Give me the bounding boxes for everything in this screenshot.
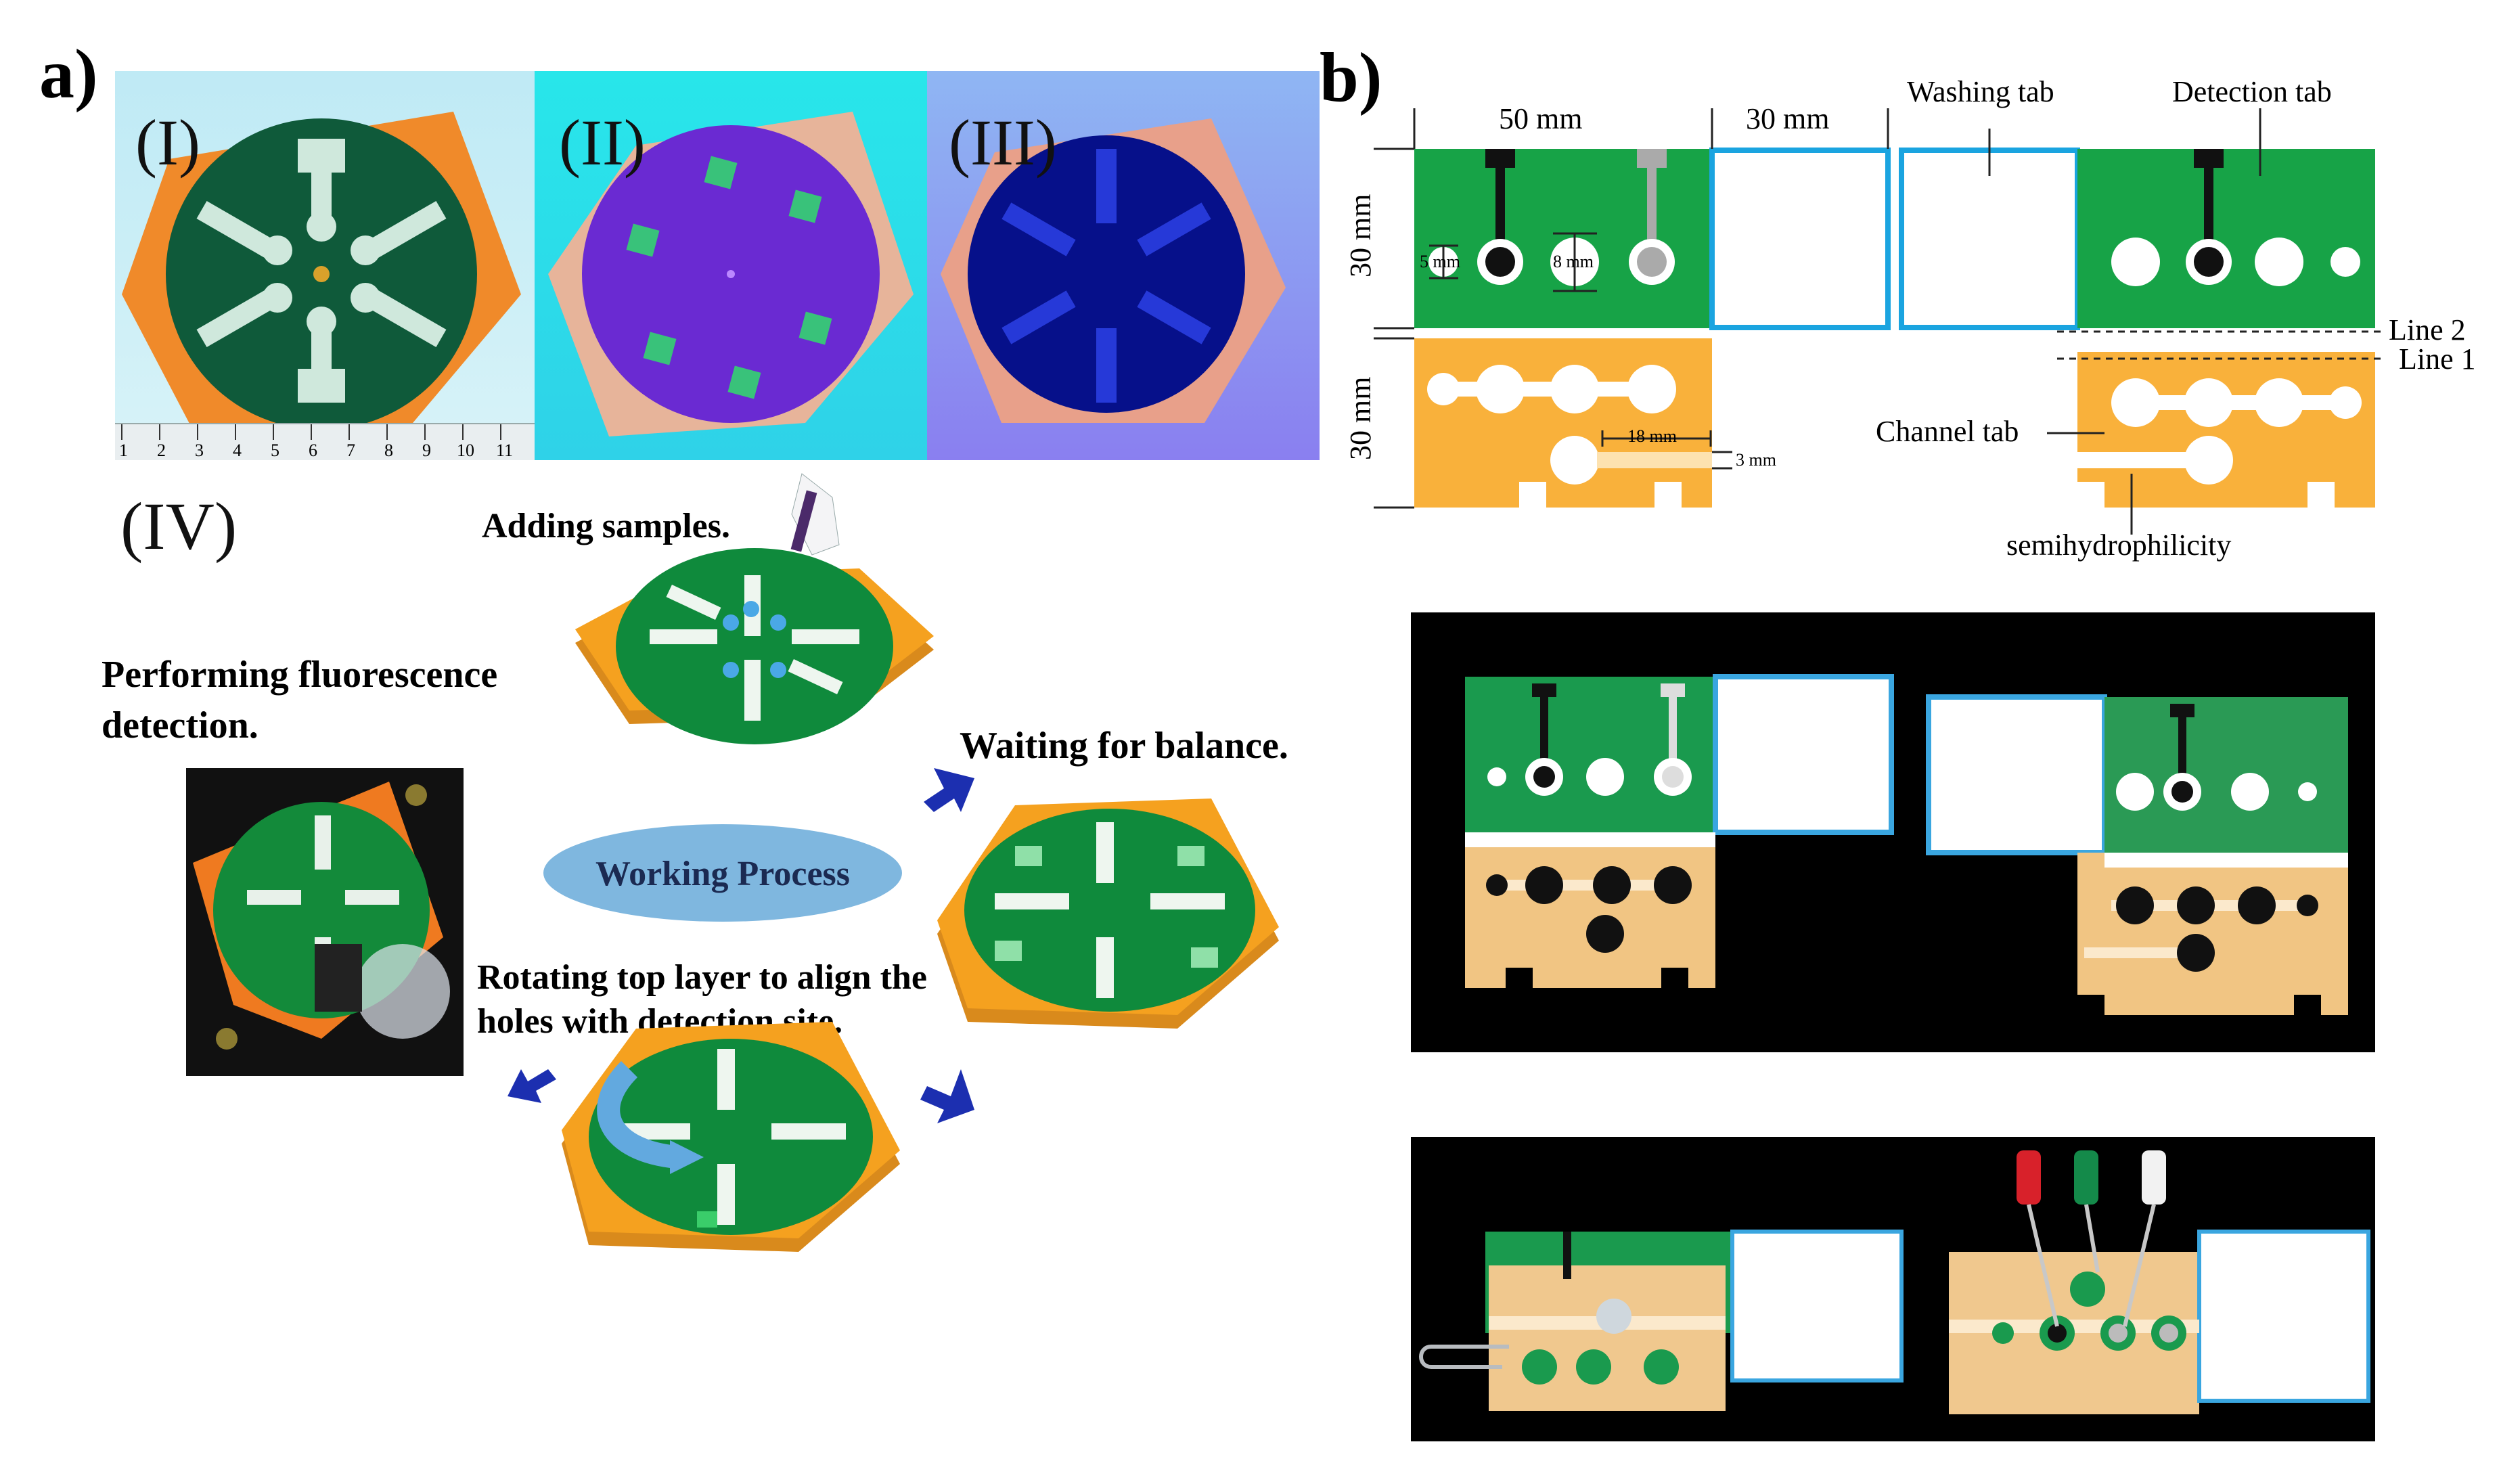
dim-18mm: 18 mm	[1627, 426, 1677, 446]
ruler-tick: 11	[496, 441, 514, 460]
detection-layer-right	[2077, 149, 2375, 328]
working-process-label: Working Process	[595, 855, 851, 893]
dim-5mm: 5 mm	[1420, 252, 1460, 271]
photo-strip-right	[1926, 694, 2348, 1015]
arrow-icon	[920, 1069, 974, 1123]
ruler-tick: 9	[422, 441, 431, 460]
ruler-tick: 8	[384, 441, 393, 460]
photo-label-iii: (III)	[949, 106, 1057, 179]
photo-strip-clip-left	[1419, 1230, 1904, 1411]
photo-device-white-light: (I) 1 2 3 4 5 6 7 8 9 10 11	[115, 71, 535, 460]
photo-device-uv-1: (II)	[535, 71, 927, 460]
dim-30mm-width: 30 mm	[1746, 102, 1830, 135]
ruler-ticks	[121, 424, 501, 440]
photo-device-uv-2: (III)	[927, 71, 1320, 460]
paperclip-icon	[1419, 1345, 1509, 1369]
detection-tab-label: Detection tab	[2172, 75, 2332, 108]
step-rotating-line1: Rotating top layer to align the	[477, 958, 927, 997]
ruler-tick: 6	[309, 441, 317, 460]
channel-tab-label: Channel tab	[1876, 415, 2019, 448]
step-adding-samples: Adding samples.	[482, 507, 730, 545]
detection-layer-left	[1414, 149, 1712, 328]
ruler-tick: 10	[457, 441, 474, 460]
photo-label-ii: (II)	[559, 106, 646, 179]
ruler-tick: 4	[233, 441, 242, 460]
device-waiting	[937, 799, 1279, 1029]
ruler-tick: 3	[195, 441, 204, 460]
dim-3mm: 3 mm	[1736, 450, 1776, 470]
photo-detection	[186, 768, 464, 1076]
detection-photo-art	[193, 782, 450, 1050]
channel-layer-left	[1414, 338, 1712, 508]
arrow-icon	[924, 768, 974, 812]
photo-2-art	[548, 112, 914, 436]
dim-30mm-height-top: 30 mm	[1344, 194, 1377, 277]
panel-b-label: b)	[1320, 39, 1382, 116]
washing-tab-label: Washing tab	[1907, 75, 2054, 108]
photo-label-i: (I)	[135, 106, 200, 179]
washing-tab-left	[1709, 148, 1891, 330]
channel-layer-right	[2077, 352, 2375, 508]
panel-a-label: a)	[39, 35, 98, 113]
step-waiting: Waiting for balance.	[960, 725, 1288, 767]
step-performing-line1: Performing fluorescence	[102, 654, 498, 696]
dim-30mm-height-bottom: 30 mm	[1344, 376, 1377, 460]
semihydrophilicity-label: semihydrophilicity	[2006, 529, 2232, 562]
line-2-label: Line 2	[2389, 313, 2466, 346]
ruler	[115, 423, 535, 460]
photo-strip-left	[1465, 674, 1894, 988]
photo-1-art	[122, 112, 521, 436]
ruler-tick: 2	[157, 441, 166, 460]
dim-8mm: 8 mm	[1553, 252, 1594, 271]
step-label-iv: (IV)	[120, 489, 238, 564]
ruler-tick: 1	[119, 441, 128, 460]
step-performing-line2: detection.	[102, 704, 258, 746]
photo-3-art	[941, 118, 1286, 423]
device-adding-samples	[575, 548, 934, 744]
line-1-label: Line 1	[2399, 342, 2476, 376]
ruler-tick: 7	[346, 441, 355, 460]
arrow-icon	[508, 1069, 556, 1103]
ruler-tick: 5	[271, 441, 279, 460]
photo-strip-clip-right	[1949, 1150, 2370, 1414]
dim-50mm: 50 mm	[1499, 102, 1583, 135]
device-rotating	[562, 1022, 900, 1252]
working-process-ellipse	[543, 824, 902, 922]
washing-tab-right	[1899, 148, 2080, 330]
